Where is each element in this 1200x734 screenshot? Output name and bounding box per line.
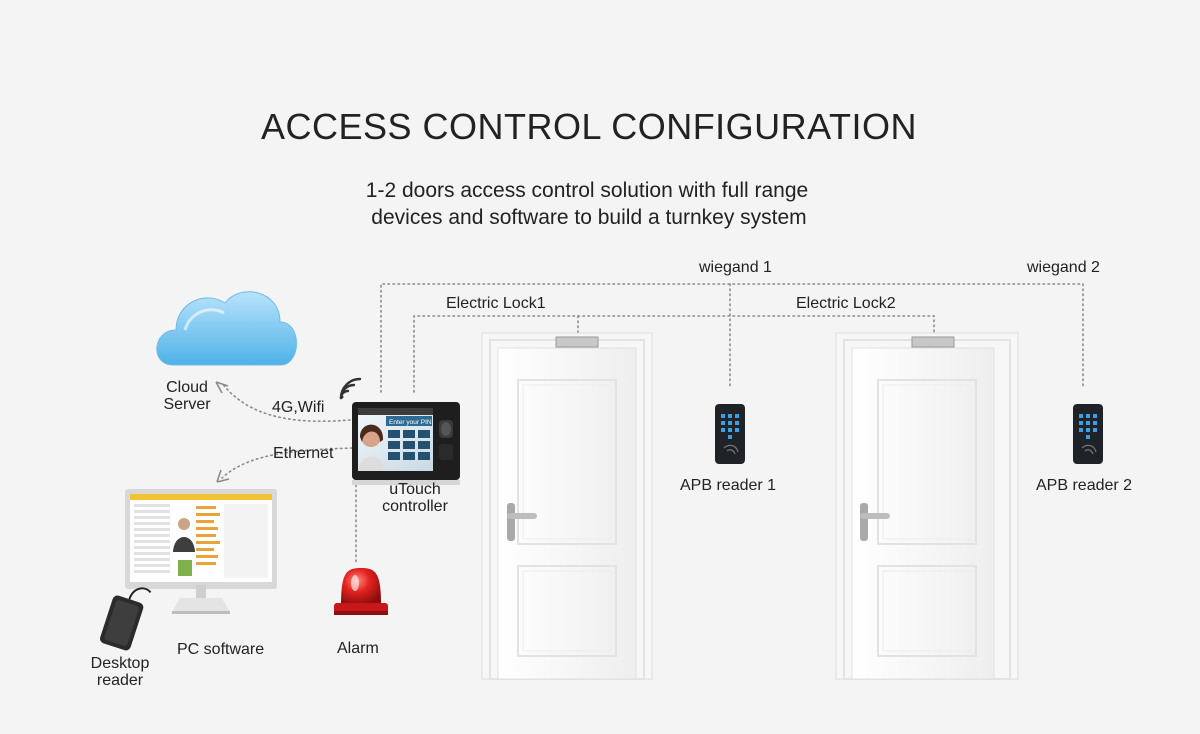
wiegand-1-label: wiegand 1 [699,259,772,276]
cloud-label-line-2: Server [163,396,211,413]
alarm-label: Alarm [337,640,379,657]
cloud-arrow-icon [215,381,229,394]
controller-label-line-2: controller [382,498,448,515]
door-2-icon [835,332,1019,680]
card-reader-icon [100,587,152,651]
connection-lines [221,283,1084,563]
apb-reader-1-icon [715,404,745,464]
ethernet-link-line [221,447,353,479]
pc-software-label: PC software [177,641,265,658]
subtitle-line-2: devices and software to build a turnkey … [371,206,807,229]
apb-reader-2-label: APB reader 2 [1036,477,1133,494]
apb-reader-2-icon [1073,404,1103,464]
electric-lock-2-label: Electric Lock2 [796,295,896,312]
electric-lock-2-icon [911,336,955,348]
desktop-reader-label-line-1: Desktop [90,655,150,672]
monitor-icon [125,489,277,614]
pc-arrow-icon [216,469,230,483]
desktop-reader-label: Desktop reader [80,655,160,689]
cloud-icon [156,291,297,366]
controller-label: uTouch controller [368,481,462,515]
subtitle-line-1: 1-2 doors access control solution with f… [365,179,809,202]
desktop-reader-label-line-2: reader [96,672,144,689]
wifi-icon [339,377,362,400]
cloud-label: Cloud Server [150,379,224,413]
wireless-label: 4G,Wifi [272,399,325,416]
electric-lock-1-label: Electric Lock1 [446,295,546,312]
page-title: ACCESS CONTROL CONFIGURATION [260,106,918,147]
door-1-icon [481,332,653,680]
cloud-label-line-1: Cloud [166,379,208,396]
controller-screen-text: Enter your PIN [389,419,432,426]
wiegand-line [380,283,1084,393]
electric-lock-line [413,315,935,393]
controller-label-line-1: uTouch [389,481,441,498]
electric-lock-1-icon [555,336,599,348]
ethernet-label: Ethernet [273,445,334,462]
wireless-link-line [221,382,351,422]
apb-reader-1-label: APB reader 1 [680,477,777,494]
siren-icon [334,568,388,615]
utouch-controller: Enter your PIN [352,402,460,485]
wiegand-2-label: wiegand 2 [1027,259,1100,276]
